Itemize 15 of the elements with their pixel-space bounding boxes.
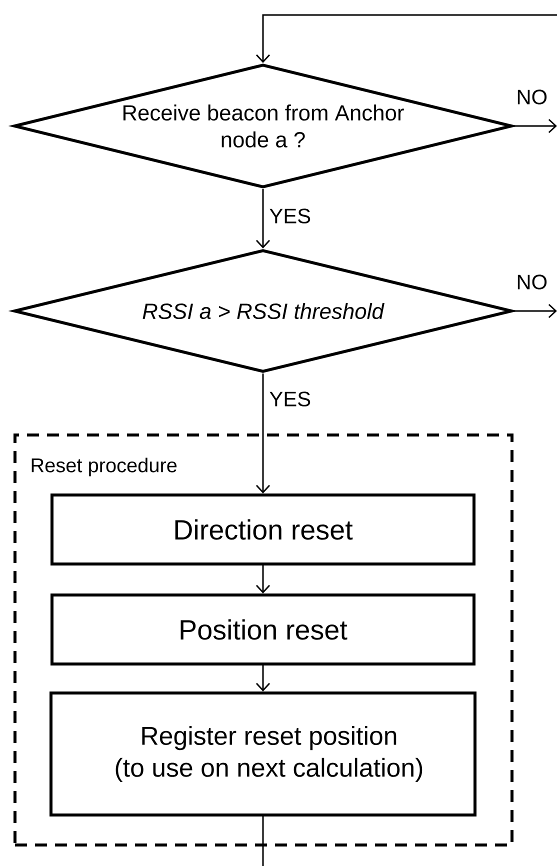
group-heading: Reset procedure — [32, 458, 177, 476]
process-box: Position reset — [50, 594, 476, 666]
arrow — [256, 666, 270, 692]
edge-label: NO — [515, 88, 549, 106]
arrow — [256, 566, 270, 594]
edge-label: NO — [515, 274, 549, 290]
arrow — [256, 189, 270, 248]
process-box: Direction reset — [50, 494, 476, 566]
edge-label: YES — [268, 390, 312, 408]
arrow — [514, 118, 557, 134]
edge-label: YES — [268, 208, 312, 224]
process-box: Register reset position (to use on next calculation) — [50, 692, 476, 816]
arrow — [256, 374, 270, 494]
arrow — [514, 304, 557, 318]
arrow — [256, 14, 557, 63]
